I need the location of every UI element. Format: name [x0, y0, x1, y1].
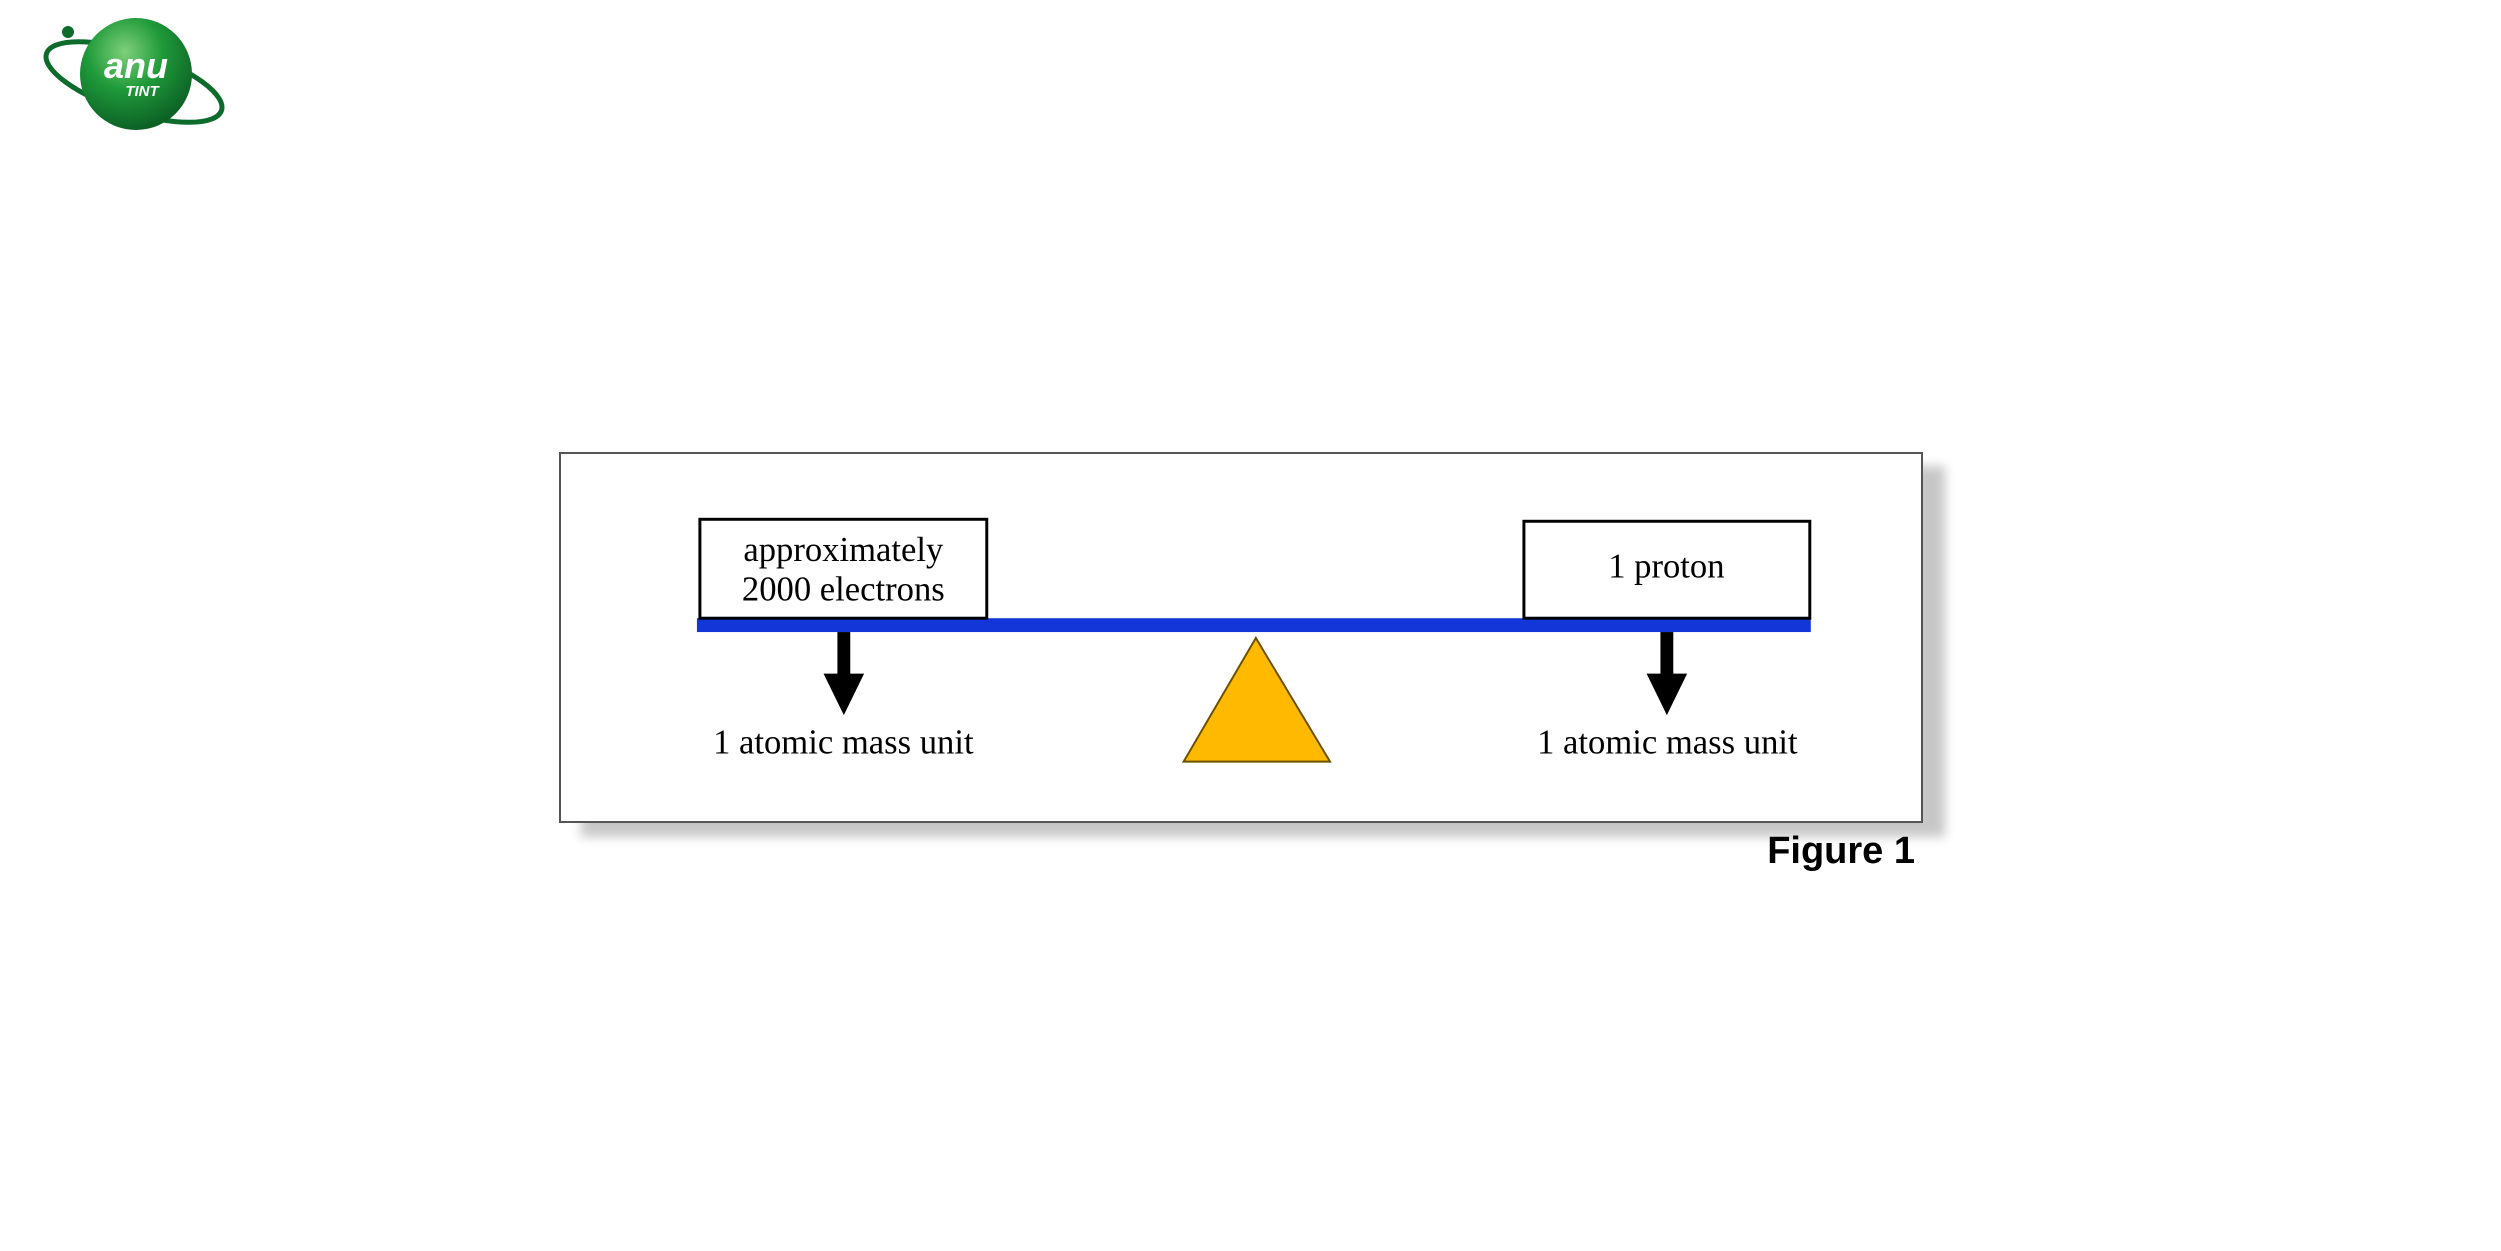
left-mass-caption: 1 atomic mass unit — [713, 724, 974, 762]
figure-label: Figure 1 — [1767, 830, 1915, 872]
balance-beam — [696, 618, 1811, 633]
electrons-box — [698, 517, 989, 620]
electrons-box-line1: approximately — [743, 531, 944, 569]
logo-sphere — [80, 18, 192, 130]
right-mass-caption: 1 atomic mass unit — [1537, 724, 1798, 762]
diagram-frame: approximately 2000 electrons 1 proton 1 … — [559, 452, 1923, 823]
fulcrum-triangle — [1181, 636, 1332, 763]
proton-box-label: 1 proton — [1608, 548, 1724, 586]
balance-diagram: approximately 2000 electrons 1 proton 1 … — [696, 517, 1812, 763]
anu-tint-logo: anu TINT — [43, 18, 225, 130]
electrons-box-line2: 2000 electrons — [742, 570, 945, 608]
proton-box — [1522, 519, 1812, 620]
logo-subtext: TINT — [125, 83, 160, 100]
logo-text: anu — [104, 45, 168, 86]
left-down-arrow-icon — [823, 632, 865, 716]
right-down-arrow-icon — [1646, 632, 1688, 716]
logo-dot — [62, 26, 74, 38]
